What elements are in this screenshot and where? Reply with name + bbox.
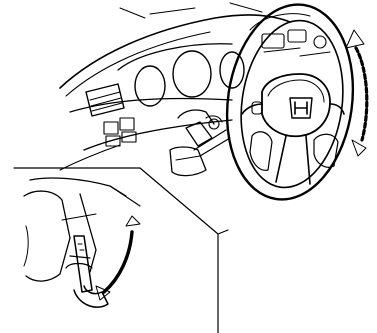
gauge-center xyxy=(173,51,211,97)
steering-wheel xyxy=(215,0,365,208)
inset-tilt-lever xyxy=(24,178,140,307)
steering-column xyxy=(170,110,230,176)
steering-wheel-hub xyxy=(262,74,330,136)
dashboard xyxy=(60,3,330,170)
gauge-right xyxy=(220,52,244,88)
air-vent xyxy=(86,84,124,116)
brand-emblem-h xyxy=(290,98,312,118)
tilt-lever xyxy=(66,236,108,307)
lever-direction-arrow xyxy=(96,216,140,300)
steering-wheel-spoke-bottom xyxy=(276,136,310,184)
tilt-direction-arrow xyxy=(346,30,367,156)
